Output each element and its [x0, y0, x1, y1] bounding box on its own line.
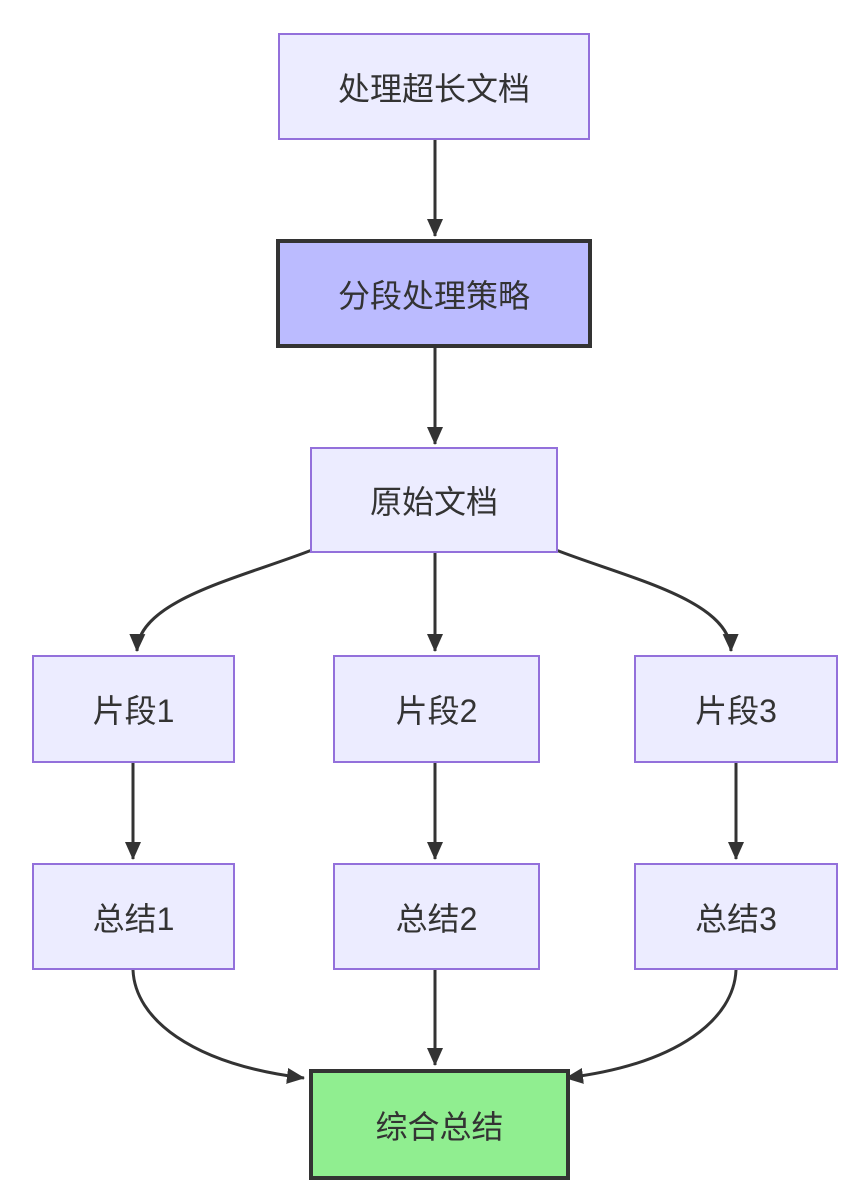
node-label: 片段1 [92, 693, 175, 729]
node-segment-1: 片段1 [32, 655, 235, 763]
node-label: 原始文档 [369, 484, 498, 520]
node-label: 片段3 [695, 693, 777, 729]
node-label: 处理超长文档 [337, 70, 530, 107]
node-summary-2: 总结2 [333, 863, 540, 970]
edge-original-to-seg1 [129, 548, 313, 652]
node-label: 分段处理策略 [337, 277, 530, 314]
edge-sum3-to-final [565, 969, 738, 1084]
node-original-document: 原始文档 [310, 447, 558, 553]
edge-sum1-to-final [131, 969, 305, 1084]
node-label: 总结3 [695, 900, 777, 937]
node-summary-1: 总结1 [32, 863, 235, 970]
node-label: 综合总结 [375, 1108, 504, 1145]
node-summary-3: 总结3 [634, 863, 838, 970]
node-label: 片段2 [395, 693, 478, 729]
node-segmentation-strategy: 分段处理策略 [276, 239, 592, 348]
node-process-long-document: 处理超长文档 [278, 33, 590, 140]
edge-original-to-seg3 [555, 548, 739, 652]
node-label: 总结2 [395, 900, 478, 937]
node-final-summary: 综合总结 [309, 1069, 570, 1180]
node-segment-2: 片段2 [333, 655, 540, 763]
node-segment-3: 片段3 [634, 655, 838, 763]
node-label: 总结1 [92, 900, 175, 937]
